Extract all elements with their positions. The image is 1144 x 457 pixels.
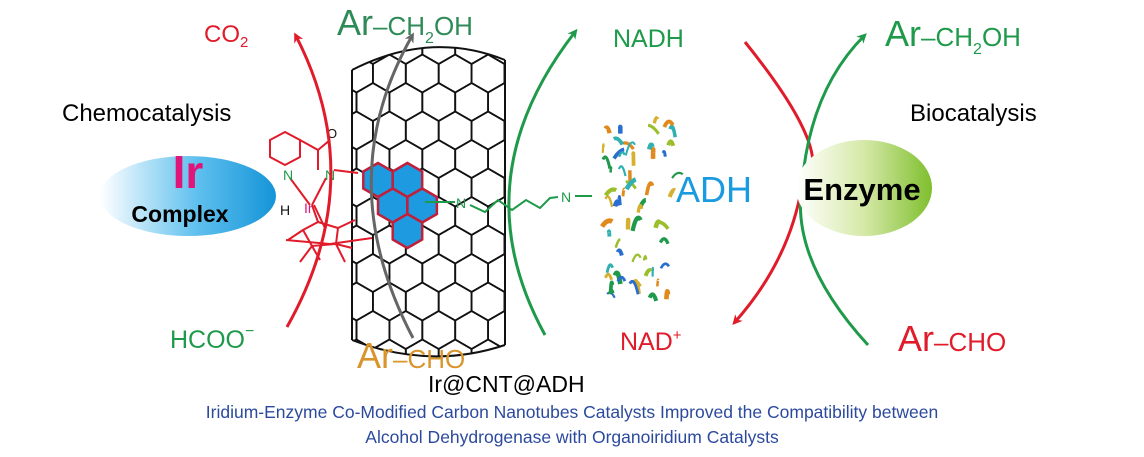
- protein-ribbon: [647, 183, 653, 195]
- protein-ribbon: [650, 294, 657, 301]
- protein-ribbon: [603, 144, 604, 153]
- cnt-hexagon: [538, 112, 571, 150]
- protein-ribbon: [605, 128, 609, 134]
- aldehyde-substrate-right: Ar–CHO: [898, 318, 1006, 359]
- protein-ribbon: [661, 264, 669, 269]
- protein-ribbon: [618, 250, 622, 255]
- protein-ribbon: [614, 138, 623, 144]
- cnt-hexagon: [505, 55, 538, 93]
- cnt-hexagon: [570, 283, 603, 321]
- atom-ir: Ir: [304, 200, 313, 216]
- caption-line-1: Iridium-Enzyme Co-Modified Carbon Nanotu…: [206, 402, 938, 422]
- material-label: Ir@CNT@ADH: [428, 371, 585, 397]
- caption-line-2: Alcohol Dehydrogenase with Organoiridium…: [365, 427, 779, 447]
- complex-label: Complex: [131, 201, 228, 227]
- protein-ribbon: [670, 190, 675, 197]
- cofactor-regeneration-arrow: [509, 32, 575, 335]
- protein-ribbon: [657, 280, 658, 287]
- protein-ribbon: [619, 166, 626, 176]
- linker-n1: N: [456, 195, 466, 211]
- protein-ribbon: [607, 265, 613, 273]
- protein-ribbon: [605, 196, 612, 207]
- alcohol-product-right: Ar–CH2OH: [885, 13, 1021, 58]
- cnt-hexagon: [505, 283, 538, 321]
- protein-ribbon: [619, 152, 625, 157]
- linker-n2: N: [561, 189, 571, 205]
- protein-ribbon: [603, 157, 610, 169]
- cnt-hexagon: [554, 83, 587, 121]
- atom-n1: N: [283, 167, 293, 183]
- protein-ribbon: [668, 141, 673, 145]
- cnt-hexagon: [521, 197, 554, 235]
- cnt-hexagon: [521, 311, 554, 349]
- protein-ribbon: [616, 239, 620, 247]
- protein-ribbon: [648, 125, 659, 134]
- protein-ribbon: [644, 256, 646, 260]
- cnt-hexagon: [521, 140, 554, 178]
- protein-ribbon: [605, 274, 611, 280]
- co2-label: CO2: [204, 21, 248, 51]
- protein-ribbon: [660, 239, 668, 244]
- cnt-hexagon: [570, 55, 603, 93]
- cnt-hexagon: [538, 226, 571, 264]
- cnt-hexagon: [570, 226, 603, 264]
- cnt-hexagon: [554, 311, 587, 349]
- protein-ribbon: [638, 206, 641, 213]
- pyrene-ring: [393, 214, 423, 248]
- protein-ribbon: [656, 222, 660, 228]
- protein-ribbon: [614, 149, 624, 158]
- protein-ribbon: [657, 222, 668, 229]
- nadh-label: NADH: [613, 25, 684, 53]
- protein-ribbon: [646, 270, 652, 276]
- hcoo-label: HCOO−: [170, 323, 254, 354]
- cnt-hexagon: [554, 254, 587, 292]
- cnt-hexagon: [521, 254, 554, 292]
- protein-ribbon: [632, 255, 640, 262]
- aldehyde-substrate-left: Ar–CHO: [357, 335, 465, 376]
- pyrene-anchor: [363, 163, 437, 248]
- protein-ribbon: [663, 151, 665, 156]
- adh-protein-structure: [602, 118, 683, 301]
- cnt-hexagon: [554, 26, 587, 64]
- protein-ribbon: [619, 196, 620, 205]
- protein-ribbon: [602, 221, 612, 227]
- protein-ribbon: [611, 167, 612, 172]
- cnt-hexagon: [554, 140, 587, 178]
- cnt-hexagon: [570, 169, 603, 207]
- ir-label: Ir: [173, 146, 204, 198]
- protein-ribbon: [654, 118, 657, 123]
- protein-ribbon: [623, 189, 624, 196]
- cnt-hexagon: [521, 26, 554, 64]
- protein-ribbon: [666, 291, 668, 299]
- protein-ribbon: [609, 231, 610, 236]
- cnt-hexagon: [538, 283, 571, 321]
- chemocatalysis-label: Chemocatalysis: [62, 100, 231, 127]
- alcohol-product-left: Ar–CH2OH: [337, 2, 473, 47]
- biocatalysis-label: Biocatalysis: [910, 100, 1037, 127]
- protein-ribbon: [633, 218, 641, 231]
- adh-label: ADH: [676, 169, 752, 210]
- atom-h: H: [280, 202, 290, 218]
- nad-label: NAD+: [620, 327, 682, 356]
- enzyme-label: Enzyme: [803, 172, 920, 207]
- protein-ribbon: [606, 189, 617, 195]
- protein-ribbon: [670, 126, 675, 137]
- cnt-hexagon: [324, 368, 357, 406]
- cnt-hexagon: [570, 112, 603, 150]
